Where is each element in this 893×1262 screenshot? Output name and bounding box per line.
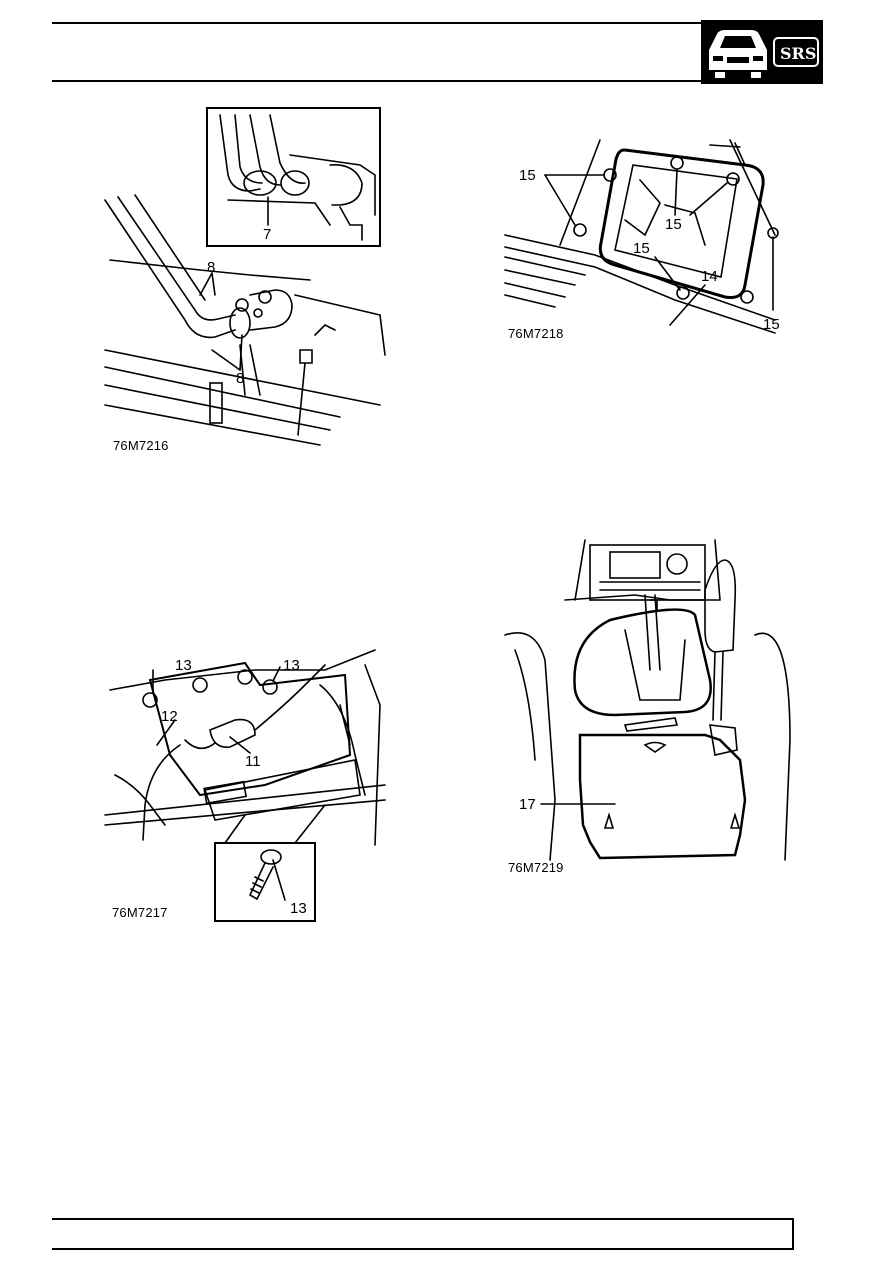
car-front-icon: [709, 30, 819, 78]
callout-label: 14: [701, 268, 718, 285]
figure-caption: 76M7216: [113, 438, 169, 453]
figure-76m7218-drawing: 15 15 15 14 15: [504, 139, 780, 334]
callout-label: 15: [665, 216, 682, 233]
figure-76m7217: 13 13 12 11 13: [104, 645, 386, 925]
figure-76m7219: 17: [504, 539, 791, 865]
footer-frame: [52, 1218, 794, 1250]
figure-76m7218: 15 15 15 14 15: [504, 135, 785, 335]
figure-76m7216: 8 7 8: [100, 105, 390, 450]
callout-label: 8: [236, 370, 244, 387]
callout-label: 8: [207, 259, 215, 276]
figure-caption: 76M7219: [508, 860, 564, 875]
callout-label: 13: [290, 900, 307, 917]
figure-caption: 76M7218: [508, 326, 564, 341]
callout-label: 12: [161, 708, 178, 725]
callout-label: 11: [245, 753, 261, 770]
callout-label: 13: [175, 657, 192, 674]
figure-76m7219-drawing: 17: [504, 539, 791, 861]
badge-label: SRS: [780, 44, 817, 63]
figure-76m7217-drawing: 13 13 12 11 13: [104, 649, 386, 922]
header-top-rule: [52, 22, 702, 24]
callout-label: 17: [519, 796, 536, 813]
callout-label: 15: [763, 316, 780, 333]
header-rule: [52, 80, 702, 82]
callout-label: 7: [263, 226, 271, 243]
callout-label: 15: [519, 167, 536, 184]
callout-label: 13: [283, 657, 300, 674]
srs-section-badge: SRS: [701, 20, 823, 84]
callout-label: 15: [633, 240, 650, 257]
figure-76m7216-drawing: 8 7 8: [104, 107, 386, 446]
figure-caption: 76M7217: [112, 905, 168, 920]
